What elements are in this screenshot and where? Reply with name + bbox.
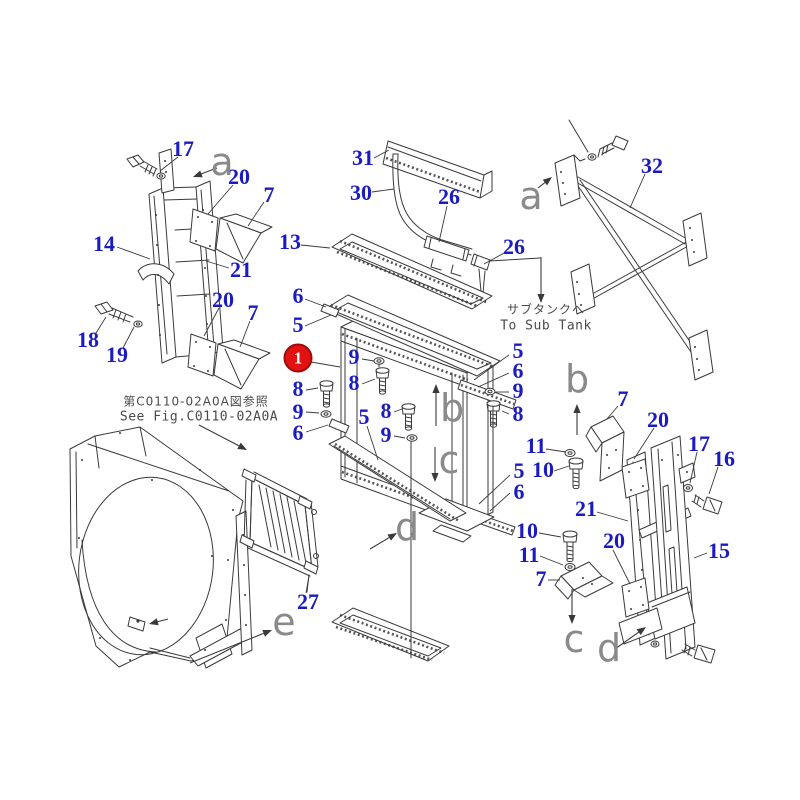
- view-letter-b: b: [439, 386, 465, 430]
- part-1-radiator-core: [329, 314, 516, 542]
- view-letter-c: c: [438, 438, 460, 482]
- part-14-left-bracket-assembly: [138, 149, 272, 389]
- annotation-0: 第C0110-02A0A図参照: [123, 394, 269, 409]
- annotation-2: サブタンクへ: [506, 302, 586, 317]
- callout-17: 17: [172, 136, 194, 161]
- view-letter-d: d: [596, 626, 622, 670]
- view-letter-d: d: [394, 505, 420, 549]
- callout-15: 15: [708, 538, 730, 563]
- callout-14: 14: [93, 231, 115, 256]
- callout-20: 20: [228, 164, 250, 189]
- callout-5: 5: [513, 458, 525, 483]
- callout-17: 17: [688, 431, 710, 456]
- callout-7: 7: [263, 182, 275, 207]
- callout-27: 27: [297, 589, 319, 614]
- callout-32: 32: [641, 153, 663, 178]
- callout-20: 20: [647, 407, 669, 432]
- part-31-channel: [383, 141, 492, 198]
- callout-6: 6: [292, 420, 304, 445]
- callout-6: 6: [512, 358, 524, 383]
- callout-26: 26: [503, 234, 525, 259]
- callout-10: 10: [516, 518, 538, 543]
- callout-6: 6: [292, 283, 304, 308]
- callout-21: 21: [230, 257, 252, 282]
- callout-7: 7: [617, 386, 629, 411]
- core-hardware-bolts-washers: [320, 358, 500, 441]
- callout-9: 9: [512, 378, 524, 403]
- annotation-1: See Fig.C0110-02A0A: [119, 409, 279, 425]
- bottom-gasket: [332, 608, 449, 661]
- callout-9: 9: [292, 399, 304, 424]
- callout-7: 7: [247, 300, 259, 325]
- callout-1-highlight: 1: [283, 343, 313, 373]
- callout-20: 20: [603, 528, 625, 553]
- part-32-cross-brace: [555, 120, 713, 380]
- callout-18: 18: [77, 327, 99, 352]
- callout-9: 9: [380, 422, 392, 447]
- callout-7: 7: [535, 566, 547, 591]
- part-17-bolt-washer-left: [127, 155, 165, 179]
- callout-8: 8: [380, 398, 392, 423]
- callout-8: 8: [292, 376, 304, 401]
- fan-shroud: [69, 427, 252, 668]
- callout-9: 9: [348, 344, 360, 369]
- part-15-right-bracket-assembly: [555, 416, 722, 663]
- leader-and-arrow-layer: [96, 150, 718, 663]
- part-20-plate-upper-right: [622, 459, 649, 498]
- part-27-oil-cooler: [240, 469, 319, 592]
- callout-6: 6: [513, 479, 525, 504]
- callout-19: 19: [106, 342, 128, 367]
- callout-5: 5: [512, 338, 524, 363]
- callout-10: 10: [532, 457, 554, 482]
- callout-31: 31: [352, 145, 374, 170]
- view-letter-c: c: [563, 617, 585, 661]
- part-20-plate-lower-left: [188, 334, 216, 376]
- view-letter-a: a: [210, 140, 234, 184]
- part-5-seal-strip-lower: [329, 436, 466, 521]
- callout-11: 11: [525, 433, 547, 458]
- part-20-plate-upper-left: [190, 209, 218, 251]
- part-20-plate-lower-right: [622, 578, 649, 617]
- view-letter-b: b: [564, 357, 590, 401]
- view-letter-a: a: [519, 174, 543, 218]
- callout-16: 16: [713, 446, 735, 471]
- callout-11: 11: [518, 542, 540, 567]
- part-26-clamps: [424, 236, 540, 295]
- part-18-19-bolt-washer: [95, 302, 142, 327]
- part-13-gasket: [332, 234, 492, 309]
- callout-8: 8: [512, 401, 524, 426]
- callout-8: 8: [348, 370, 360, 395]
- callout-26: 26: [438, 184, 460, 209]
- callout-20: 20: [212, 287, 234, 312]
- callout-21: 21: [575, 496, 597, 521]
- callout-5: 5: [358, 404, 370, 429]
- view-letter-e: e: [272, 600, 296, 644]
- callout-30: 30: [350, 180, 372, 205]
- callout-5: 5: [292, 312, 304, 337]
- callout-13: 13: [279, 229, 301, 254]
- annotation-3: To Sub Tank: [500, 318, 592, 334]
